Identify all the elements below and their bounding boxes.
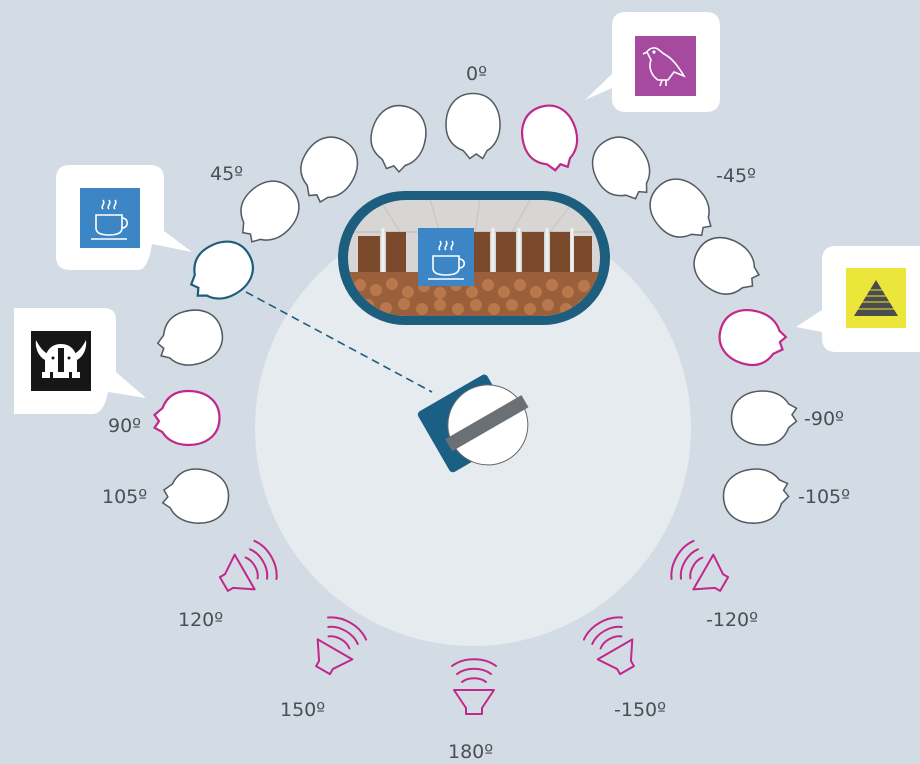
head-pyramid [712,302,792,374]
coffee-callout [56,165,192,270]
head-coffee [178,230,264,312]
panorama-coffee-icon [418,228,474,286]
head-left-1 [362,98,434,178]
head-left-6 [150,302,230,374]
head-left-2 [287,126,369,212]
pyramid-icon [854,280,898,316]
head-m105 [720,465,792,527]
angle-label-m90: -90º [804,408,844,430]
bird-callout [585,12,720,112]
coffee-cup-icon [91,199,129,240]
speaker-180 [451,658,497,715]
viking-helmet-icon [35,340,87,378]
viking-callout [14,308,146,414]
speaker-m150 [579,610,648,683]
head-90 [153,389,221,447]
room-panorama [338,191,610,325]
speaker-150 [302,610,371,683]
angle-label-150: 150º [280,699,325,721]
angle-label-m45: -45º [716,165,756,187]
angle-label-90: 90º [108,415,141,437]
angle-label-m105: -105º [798,486,850,508]
head-right-1 [514,98,586,178]
angle-label-105: 105º [102,486,147,508]
head-m90 [730,390,798,446]
angle-label-m120: -120º [706,609,758,631]
speaker-m120 [664,536,737,605]
head-0 [445,92,501,160]
head-105 [160,465,232,527]
robot-listener-icon [417,374,529,473]
attention-line [245,291,433,393]
angle-label-45: 45º [210,163,243,185]
angle-label-0: 0º [466,63,487,85]
head-right-2 [581,126,663,212]
head-right-5 [683,226,769,308]
angle-label-120: 120º [178,609,223,631]
angle-label-m150: -150º [614,699,666,721]
angle-label-180: 180º [448,741,493,763]
speaker-120 [211,536,284,605]
pyramid-callout [796,246,920,352]
bird-icon [642,47,686,87]
